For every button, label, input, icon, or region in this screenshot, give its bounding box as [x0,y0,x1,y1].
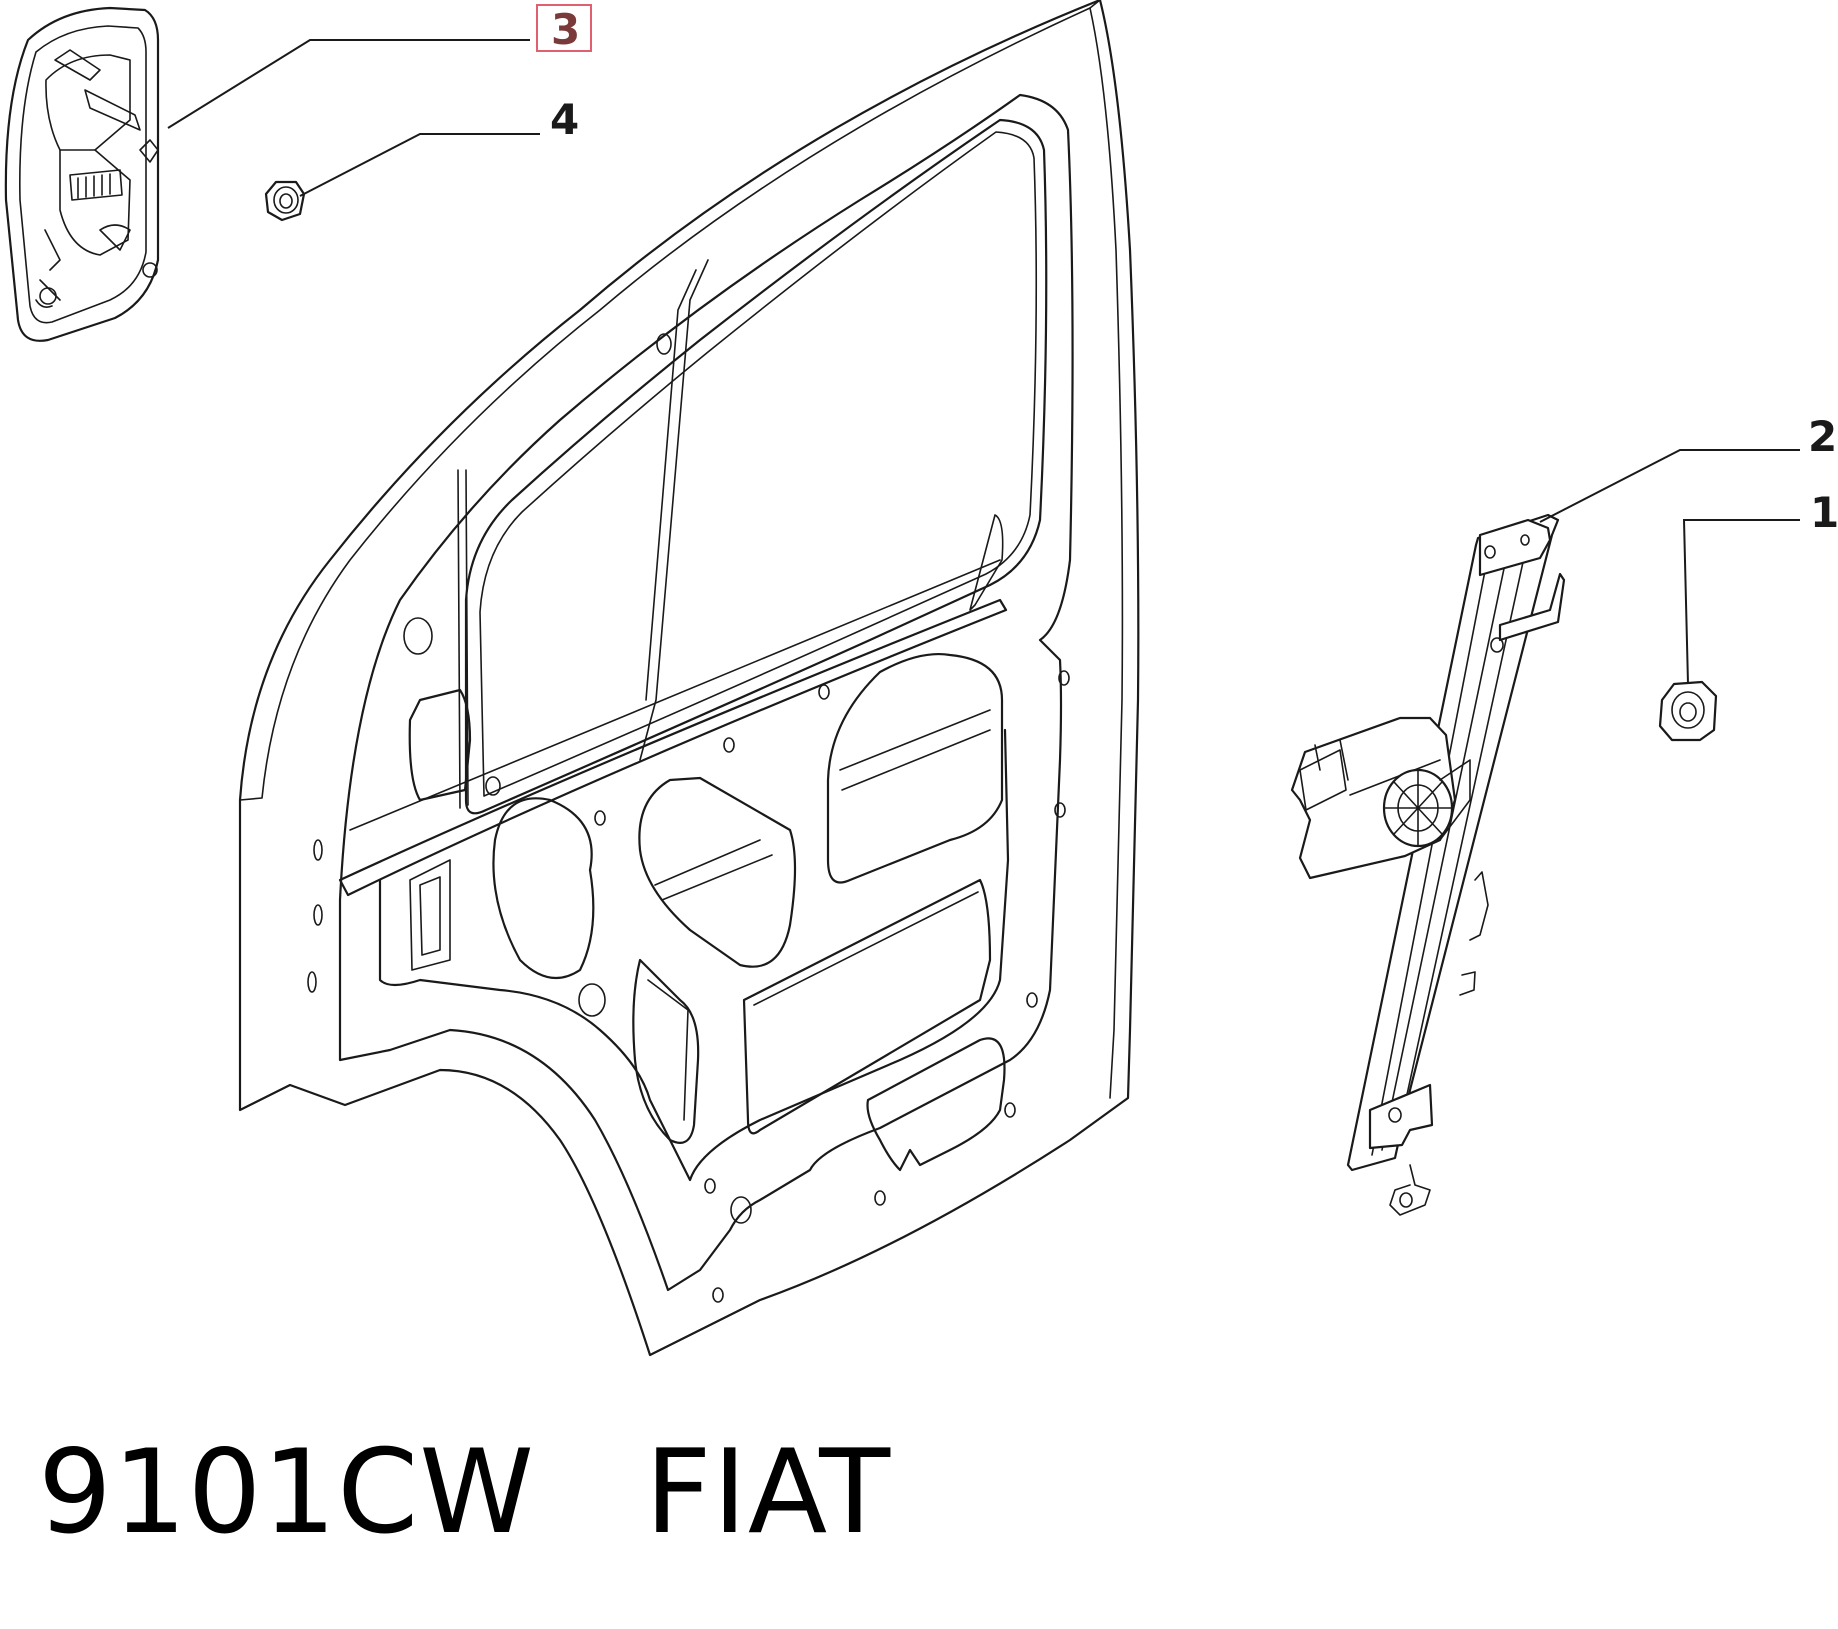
leader-line-2 [1539,449,1800,523]
callout-3-highlight-box[interactable] [536,4,592,52]
callout-3[interactable]: 3 [551,5,580,54]
window-regulator[interactable] [1290,513,1566,1216]
brand-text: FIAT [644,1425,892,1560]
callout-4[interactable]: 4 [550,95,579,144]
nut-part-1[interactable] [1658,680,1718,742]
door-shell [238,0,1140,1357]
part-number-text: 9101CW [38,1425,535,1560]
callout-1[interactable]: 1 [1810,488,1838,537]
door-handle-housing[interactable] [4,6,160,342]
diagram-caption: 9101CW FIAT [38,1425,891,1560]
leader-line-4 [299,133,540,197]
nut-part-4[interactable] [264,180,306,222]
leader-line-1 [1682,519,1800,685]
leader-line-3 [167,39,530,129]
callout-2[interactable]: 2 [1808,412,1837,461]
